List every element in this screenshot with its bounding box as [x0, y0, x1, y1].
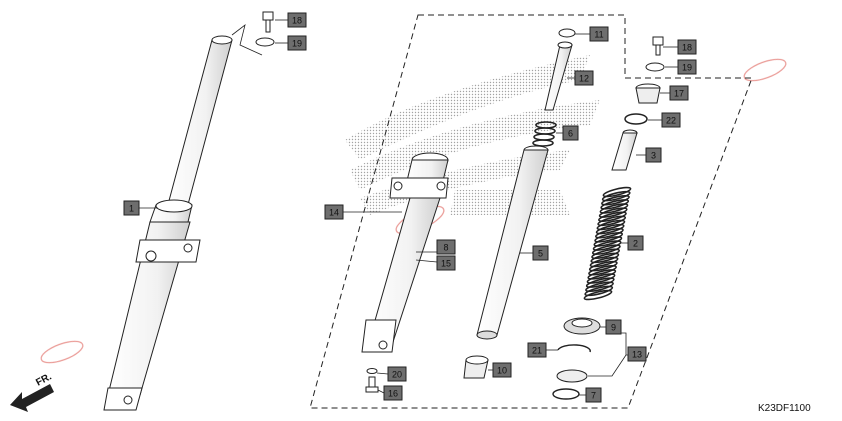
svg-text:7: 7: [591, 391, 596, 401]
spring-coil: [594, 232, 624, 243]
front-direction-arrow: FR.: [10, 371, 54, 412]
svg-text:11: 11: [594, 30, 603, 40]
svg-text:18: 18: [292, 16, 302, 26]
spring-coil: [597, 215, 627, 227]
svg-text:12: 12: [579, 74, 589, 84]
bolt-18-right: [652, 36, 664, 56]
rebound-spring-6: [532, 121, 557, 147]
damper-rod-12: [544, 41, 573, 111]
callout-16: 16: [383, 385, 403, 401]
washer-20: [366, 368, 378, 374]
callout-18-right: 18: [677, 39, 697, 55]
svg-text:17: 17: [674, 89, 684, 99]
stopper-ring-11: [558, 28, 576, 38]
svg-text:10: 10: [497, 366, 507, 376]
svg-text:18: 18: [682, 43, 692, 53]
oil-lock-piece-10: [463, 355, 489, 379]
callout-3: 3: [645, 147, 662, 163]
spring-coil: [590, 252, 620, 264]
callout-22: 22: [661, 112, 681, 128]
callout-15: 15: [436, 255, 456, 271]
fork-spring-2: [583, 186, 632, 301]
svg-text:9: 9: [611, 323, 616, 333]
leader-lines: [139, 19, 678, 396]
callout-9: 9: [605, 319, 622, 335]
spacer-3: [611, 129, 638, 171]
svg-text:16: 16: [388, 389, 398, 399]
svg-text:2: 2: [633, 239, 638, 249]
spring-coil: [594, 227, 624, 239]
washer-19-right: [645, 62, 665, 72]
spring-coil: [583, 289, 613, 301]
fork-bolt-17: [635, 83, 661, 104]
callout-19-left: 19: [287, 35, 307, 51]
spring-coil: [587, 269, 617, 280]
svg-text:21: 21: [532, 346, 542, 356]
spring-coil: [584, 285, 614, 297]
svg-text:3: 3: [651, 151, 656, 161]
svg-text:14: 14: [329, 208, 339, 218]
stopper-clip-21: [557, 344, 591, 353]
callout-12: 12: [574, 70, 594, 86]
callout-5: 5: [532, 245, 549, 261]
spring-coil: [600, 199, 630, 210]
spring-coil: [586, 273, 616, 284]
svg-text:13: 13: [632, 350, 642, 360]
fork-tube-inner: [476, 145, 549, 340]
callout-8: 8: [436, 239, 456, 255]
spring-coil: [598, 211, 627, 222]
spring-coil: [596, 219, 626, 231]
callout-7: 7: [585, 387, 602, 403]
fork-assembly-complete: [103, 35, 233, 411]
spring-coil: [599, 203, 629, 214]
svg-text:20: 20: [392, 370, 402, 380]
spring-coil: [588, 265, 617, 276]
spring-coil: [585, 281, 614, 293]
spring-coil: [585, 277, 615, 288]
spring-coil: [591, 244, 621, 255]
spring-coil: [601, 194, 630, 206]
spring-coil: [602, 186, 632, 198]
oil-seal-9: [563, 317, 601, 335]
callout-11: 11: [589, 26, 609, 42]
svg-text:15: 15: [441, 259, 451, 269]
drain-bolt-16: [365, 376, 379, 393]
spring-coil: [593, 236, 623, 247]
callout-6: 6: [562, 125, 579, 141]
spring-coil: [601, 190, 631, 202]
spring-coil: [591, 248, 621, 260]
washer-7: [552, 388, 580, 400]
callout-20: 20: [387, 366, 407, 382]
callout-2: 2: [627, 235, 644, 251]
svg-text:6: 6: [568, 129, 573, 139]
dust-seal-ring-13: [556, 369, 588, 383]
washer-19-left: [255, 37, 275, 47]
callout-14: 14: [324, 204, 344, 220]
svg-text:19: 19: [292, 39, 302, 49]
callout-1: 1: [123, 200, 140, 216]
callout-17: 17: [669, 85, 689, 101]
callout-13: 13: [627, 346, 647, 362]
svg-text:5: 5: [538, 249, 543, 259]
callout-18-left: 18: [287, 12, 307, 28]
o-ring-22: [624, 113, 648, 125]
callout-21: 21: [527, 342, 547, 358]
assembly-boundary-dashed-link: [231, 23, 263, 56]
spring-coil: [598, 207, 628, 218]
spring-coil: [589, 256, 619, 268]
callout-10: 10: [492, 362, 512, 378]
callout-19-right: 19: [677, 59, 697, 75]
spring-coil: [595, 223, 625, 235]
svg-text:1: 1: [129, 204, 134, 214]
spring-coil: [588, 260, 618, 272]
spring-coil: [592, 240, 622, 251]
diagram-code: K23DF1100: [758, 403, 811, 414]
svg-text:19: 19: [682, 63, 692, 73]
bolt-18-left: [262, 11, 274, 33]
svg-text:8: 8: [443, 243, 448, 253]
svg-text:22: 22: [666, 116, 676, 126]
fork-slider-outer: [361, 152, 449, 353]
